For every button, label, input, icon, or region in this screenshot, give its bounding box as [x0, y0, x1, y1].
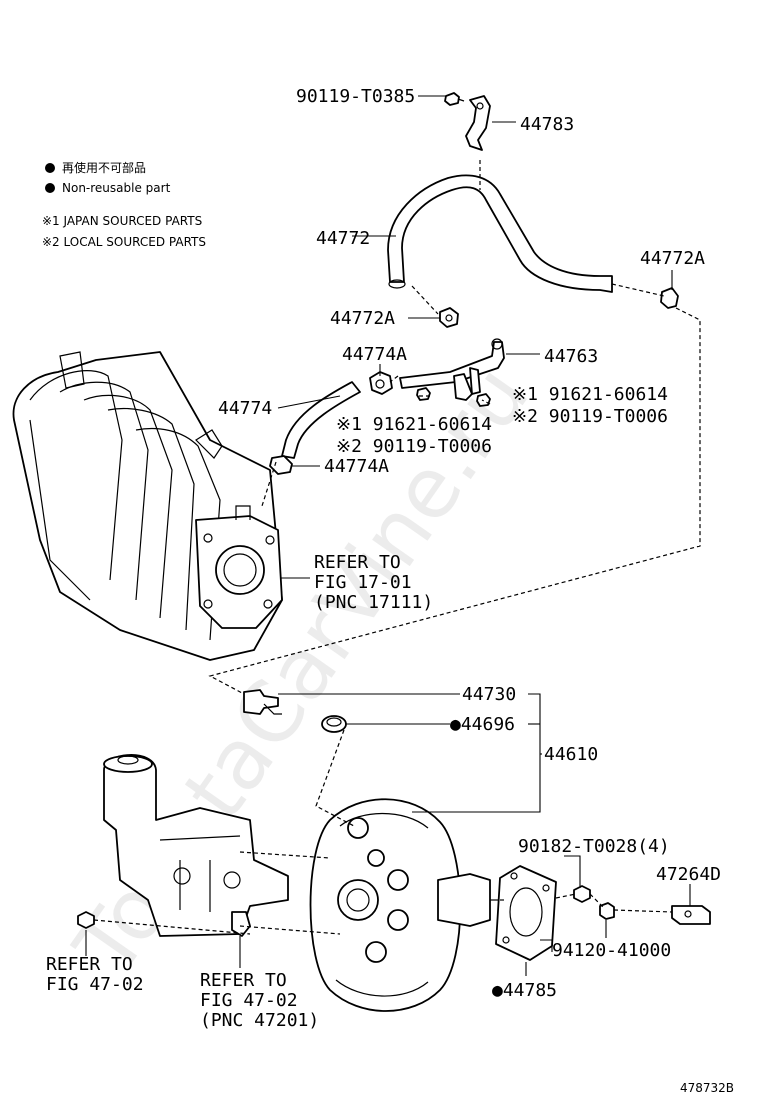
bolt-91621-right: [476, 393, 491, 407]
legend-note-local: ※2 LOCAL SOURCED PARTS: [42, 235, 206, 249]
refer-throttle-line1[interactable]: REFER TO: [314, 552, 401, 573]
clip-44772a-left: [439, 307, 459, 328]
refer-master-line1[interactable]: REFER TO: [200, 970, 287, 991]
grommet-44696: [321, 715, 347, 733]
label-44772a-left[interactable]: 44772A: [330, 308, 395, 329]
master-cylinder: [103, 754, 289, 937]
label-44785[interactable]: ●44785: [492, 980, 557, 1001]
label-91621-left[interactable]: ※1 91621-60614: [336, 414, 492, 435]
refer-left[interactable]: REFER TO FIG 47-02: [46, 954, 144, 995]
label-47264d[interactable]: 47264D: [656, 864, 721, 885]
clip-44772a-right: [660, 287, 679, 309]
label-90119-t0006-left[interactable]: ※2 90119-T0006: [336, 436, 492, 457]
legend: 再使用不可部品 Non-reusable part ※1 JAPAN SOURC…: [42, 160, 206, 249]
brake-booster-44610: [309, 798, 504, 1012]
part-labels: 90119-T0385 44783 44772 44772A 44772A 44…: [218, 86, 721, 1001]
label-44730[interactable]: 44730: [462, 684, 516, 705]
nut-left: [77, 911, 95, 929]
intake-manifold: [12, 351, 283, 661]
label-44783[interactable]: 44783: [520, 114, 574, 135]
legend-reuse-jp: 再使用不可部品: [62, 160, 146, 175]
label-44774a-bottom[interactable]: 44774A: [324, 456, 389, 477]
clip-44774a-top: [369, 371, 393, 395]
leader-lines: [85, 95, 691, 976]
clip-94120-41000: [599, 902, 615, 920]
refer-throttle-line2[interactable]: FIG 17-01: [314, 572, 412, 593]
refer-master-line2[interactable]: FIG 47-02: [200, 990, 298, 1011]
refer-throttle-line3[interactable]: (PNC 17111): [314, 592, 433, 613]
label-44772[interactable]: 44772: [316, 228, 370, 249]
bracket-44783: [465, 95, 491, 151]
non-reusable-dot: [45, 163, 55, 173]
clip-44774a-bottom: [269, 455, 293, 475]
label-91621-right[interactable]: ※1 91621-60614: [512, 384, 668, 405]
label-94120-41000[interactable]: 94120-41000: [552, 940, 671, 961]
bolt-91621-left: [416, 387, 431, 401]
label-90119-t0006-right[interactable]: ※2 90119-T0006: [512, 406, 668, 427]
refer-throttle[interactable]: REFER TO FIG 17-01 (PNC 17111): [314, 552, 433, 613]
figure-number: 478732B: [680, 1081, 734, 1095]
bolt-90119-t0385: [444, 92, 465, 106]
refer-master-line3[interactable]: (PNC 47201): [200, 1010, 319, 1031]
label-44772a-right[interactable]: 44772A: [640, 248, 705, 269]
label-44774[interactable]: 44774: [218, 398, 272, 419]
label-44763[interactable]: 44763: [544, 346, 598, 367]
label-44774a-top[interactable]: 44774A: [342, 344, 407, 365]
label-44610[interactable]: 44610: [544, 744, 598, 765]
bracket-47264d: [671, 905, 711, 925]
gasket-44785: [495, 865, 557, 961]
label-90119-t0385[interactable]: 90119-T0385: [296, 86, 415, 107]
label-90182-t0028[interactable]: 90182-T0028(4): [518, 836, 670, 857]
hose-44774: [281, 381, 361, 459]
dashed-assembly-lines: [93, 160, 701, 935]
hose-44772: [387, 174, 613, 293]
refer-left-line2[interactable]: FIG 47-02: [46, 974, 144, 995]
refer-left-line1[interactable]: REFER TO: [46, 954, 133, 975]
refer-master[interactable]: REFER TO FIG 47-02 (PNC 47201): [200, 970, 319, 1031]
legend-reuse-en: Non-reusable part: [62, 181, 171, 195]
check-valve-44730: [243, 689, 282, 715]
label-44696[interactable]: ●44696: [450, 714, 515, 735]
legend-note-japan: ※1 JAPAN SOURCED PARTS: [42, 214, 202, 228]
nut-90182-t0028: [573, 885, 591, 903]
non-reusable-dot: [45, 183, 55, 193]
pipe-44763: [399, 338, 505, 401]
